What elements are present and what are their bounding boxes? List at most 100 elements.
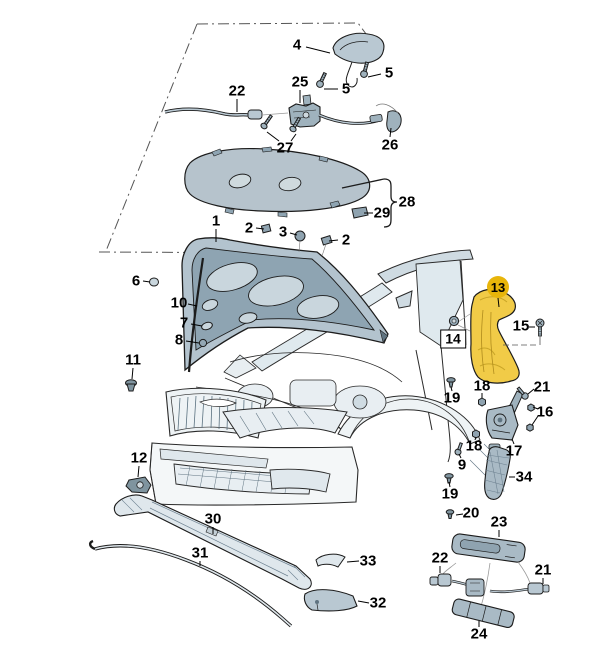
leader-line-18b	[474, 436, 477, 441]
part-label-6[interactable]: 6	[131, 272, 141, 290]
leader-lines	[131, 46, 544, 627]
hood-panel	[181, 237, 389, 372]
part-label-5b[interactable]: 5	[384, 64, 394, 82]
part-label-10[interactable]: 10	[170, 294, 188, 312]
part-label-32[interactable]: 32	[369, 594, 387, 612]
wheel-arch-inner	[349, 398, 471, 445]
part-label-21a[interactable]: 21	[533, 378, 551, 396]
part-label-13[interactable]: 13	[487, 276, 509, 298]
nuts-16	[526, 403, 535, 432]
part-label-2b[interactable]: 2	[341, 231, 351, 249]
part-label-15[interactable]: 15	[512, 317, 530, 335]
leader-line-2a	[255, 227, 265, 230]
prop-rod	[149, 257, 213, 373]
leader-line-7	[190, 323, 203, 327]
clip-6	[149, 277, 159, 287]
bracket-28	[341, 178, 398, 228]
side-mirror	[395, 290, 413, 309]
leader-line-6	[142, 280, 151, 283]
leader-line-27	[266, 131, 280, 142]
leader-line-12	[137, 465, 140, 478]
part-label-21b[interactable]: 21	[534, 561, 552, 579]
bolt-15	[535, 318, 545, 345]
part-label-18b[interactable]: 18	[465, 437, 483, 455]
clip-19a	[446, 377, 456, 388]
latch-12	[125, 476, 152, 494]
part-label-16[interactable]: 16	[536, 403, 554, 421]
leader-line-3	[289, 232, 298, 236]
grommet-11	[125, 379, 137, 392]
leader-line-17	[511, 438, 515, 445]
part-label-22b[interactable]: 22	[431, 549, 449, 567]
leader-line-20	[455, 513, 464, 516]
panel-boundary	[98, 22, 370, 254]
part-label-33[interactable]: 33	[359, 552, 377, 570]
bolt-27b	[289, 116, 302, 133]
hinge-17	[485, 390, 524, 441]
leader-line-2b	[328, 239, 339, 242]
bracket-23	[451, 533, 526, 563]
part-label-5a[interactable]: 5	[341, 80, 351, 98]
part-label-3[interactable]: 3	[278, 223, 288, 241]
leader-line-19a	[450, 386, 453, 392]
part-label-34[interactable]: 34	[515, 468, 533, 486]
buffer-2b	[320, 234, 333, 246]
part-label-27[interactable]: 27	[276, 139, 294, 157]
cover-33	[315, 553, 346, 568]
bolt-5b	[360, 61, 370, 78]
hood-buffers	[260, 223, 333, 257]
part-label-23[interactable]: 23	[490, 513, 508, 531]
buffer-3	[294, 230, 306, 242]
part-label-7[interactable]: 7	[179, 314, 189, 332]
part-label-4[interactable]: 4	[292, 36, 302, 54]
part-label-9[interactable]: 9	[457, 456, 467, 474]
part-label-14[interactable]: 14	[440, 329, 466, 349]
part-label-1[interactable]: 1	[211, 212, 221, 230]
bolt-5a	[316, 71, 328, 88]
leader-line-10	[187, 303, 198, 307]
part-label-31[interactable]: 31	[191, 544, 209, 562]
leader-line-27	[290, 133, 297, 142]
hood-lock-25	[288, 94, 383, 128]
leader-line-16	[532, 406, 539, 410]
cable-end-22b	[429, 576, 439, 586]
cable-end-26	[375, 103, 402, 133]
leader-line-5b	[367, 73, 382, 78]
leader-line-13	[497, 297, 500, 308]
part-label-20[interactable]: 20	[462, 504, 480, 522]
part-label-2a[interactable]: 2	[244, 219, 254, 237]
part-label-25[interactable]: 25	[291, 73, 309, 91]
cowl-area	[223, 354, 257, 379]
cover-32	[303, 589, 358, 612]
bolt-9	[454, 442, 463, 456]
part-label-17[interactable]: 17	[505, 442, 523, 460]
part-label-26[interactable]: 26	[381, 136, 399, 154]
clip-20	[445, 509, 455, 519]
hinge-cover-13-highlighted[interactable]	[470, 288, 536, 384]
leader-line-19b	[448, 481, 451, 488]
part-label-30[interactable]: 30	[204, 510, 222, 528]
nut-18a	[478, 397, 486, 407]
part-label-19a[interactable]: 19	[443, 389, 461, 407]
fog-light	[269, 468, 331, 493]
cable-end-21b	[527, 582, 544, 595]
part-label-22a[interactable]: 22	[228, 82, 246, 100]
cowl-grille-30	[113, 494, 312, 590]
leader-line-11	[131, 367, 134, 380]
part-label-18a[interactable]: 18	[473, 377, 491, 395]
part-label-24[interactable]: 24	[470, 625, 488, 643]
pad-24	[451, 598, 515, 629]
leader-line-4	[305, 46, 331, 54]
part-label-29[interactable]: 29	[373, 204, 391, 222]
part-label-12[interactable]: 12	[130, 449, 148, 467]
bumper	[149, 442, 359, 506]
part-label-8[interactable]: 8	[174, 331, 184, 349]
rubber-grip-34	[484, 443, 511, 500]
part-label-28[interactable]: 28	[398, 193, 416, 211]
part-label-19b[interactable]: 19	[441, 485, 459, 503]
part-label-11[interactable]: 11	[125, 351, 141, 369]
buffer-2a	[260, 223, 272, 234]
insulation-pad	[184, 146, 371, 218]
